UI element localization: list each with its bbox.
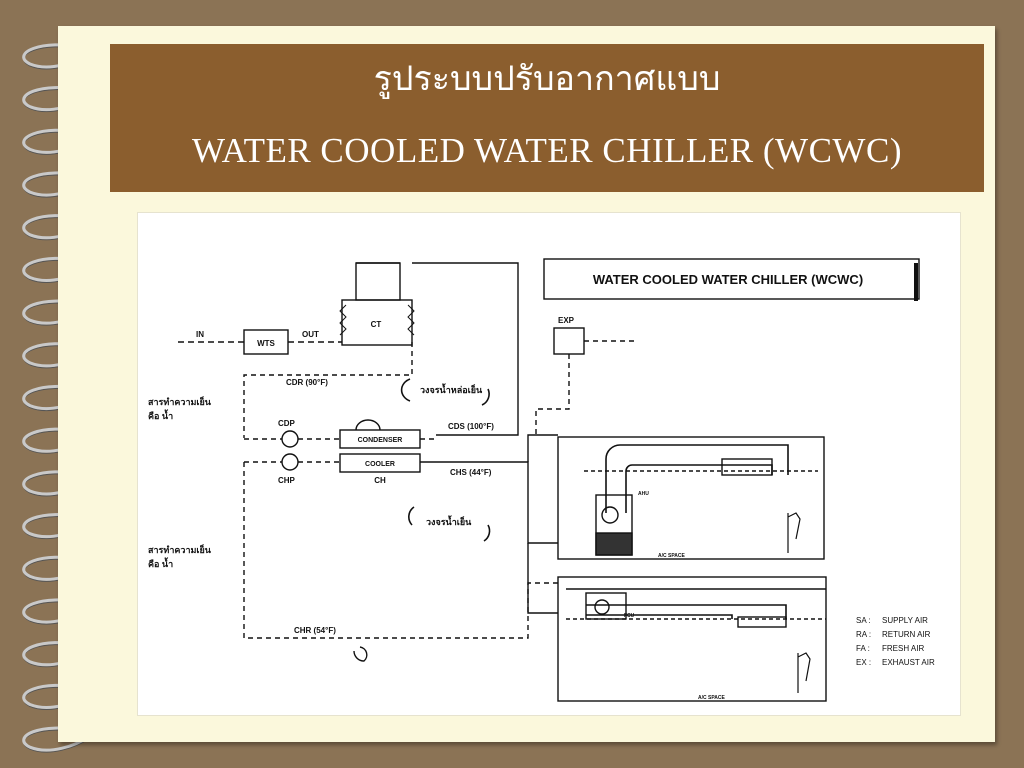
label-out: OUT	[302, 330, 319, 339]
label-ahu: AHU	[638, 491, 649, 497]
label-in: IN	[196, 330, 204, 339]
diagram-drawing: WATER COOLED WATER CHILLER (WCWC) CT WTS…	[148, 258, 935, 702]
slide-title-english: WATER COOLED WATER CHILLER (WCWC)	[192, 131, 902, 170]
label-ch: CH	[374, 476, 386, 485]
fcu-unit	[585, 592, 627, 620]
legend-sa-text: SUPPLY AIR	[882, 616, 928, 625]
cooler-unit	[339, 453, 421, 473]
label-refrigerant-1a: สารทำความเย็น	[148, 395, 212, 407]
label-chr: CHR (54°F)	[294, 626, 336, 635]
cdp-pump	[281, 430, 299, 448]
label-cds: CDS (100°F)	[448, 422, 494, 431]
label-exp: EXP	[558, 316, 575, 325]
diagram-heading: WATER COOLED WATER CHILLER (WCWC)	[593, 272, 863, 287]
legend-ra-abbr: RA :	[856, 630, 871, 639]
label-cdp: CDP	[278, 419, 296, 428]
label-chp: CHP	[278, 476, 296, 485]
label-cdr: CDR (90°F)	[286, 378, 328, 387]
slide-title-thai: รูประบบปรับอากาศแบบ	[373, 61, 721, 98]
ahu-room	[557, 436, 825, 560]
diagram-heading-box	[543, 258, 920, 300]
label-refrigerant-1b: คือ น้ำ	[148, 409, 173, 421]
legend-sa-abbr: SA :	[856, 616, 871, 625]
label-chs: CHS (44°F)	[450, 468, 492, 477]
legend-fa-abbr: FA :	[856, 644, 870, 653]
label-loop-condenser: วงจรน้ำหล่อเย็น	[420, 383, 483, 395]
label-fcu: FCU	[624, 613, 635, 619]
legend: SA : SUPPLY AIR RA : RETURN AIR FA : FRE…	[856, 616, 935, 667]
wcwc-system-diagram: WATER COOLED WATER CHILLER (WCWC) CT WTS…	[137, 212, 961, 716]
legend-fa-text: FRESH AIR	[882, 644, 924, 653]
label-refrigerant-2a: สารทำความเย็น	[148, 543, 212, 555]
legend-ex-text: EXHAUST AIR	[882, 658, 935, 667]
label-condenser: CONDENSER	[358, 437, 403, 444]
label-ac-space-1: A/C SPACE	[658, 553, 686, 559]
chp-pump	[281, 453, 299, 471]
cooling-tower-fan-housing	[355, 262, 401, 301]
label-refrigerant-2b: คือ น้ำ	[148, 557, 173, 569]
legend-ra-text: RETURN AIR	[882, 630, 931, 639]
label-wts: WTS	[257, 339, 275, 348]
label-cooler: COOLER	[365, 461, 395, 468]
legend-ex-abbr: EX :	[856, 658, 871, 667]
slide-title-banner: รูประบบปรับอากาศแบบ WATER COOLED WATER C…	[110, 44, 984, 192]
label-loop-chilled: วงจรน้ำเย็น	[426, 515, 472, 527]
fcu-room	[557, 576, 827, 702]
label-ct: CT	[371, 320, 382, 329]
expansion-tank	[553, 327, 585, 355]
label-ac-space-2: A/C SPACE	[698, 695, 726, 701]
